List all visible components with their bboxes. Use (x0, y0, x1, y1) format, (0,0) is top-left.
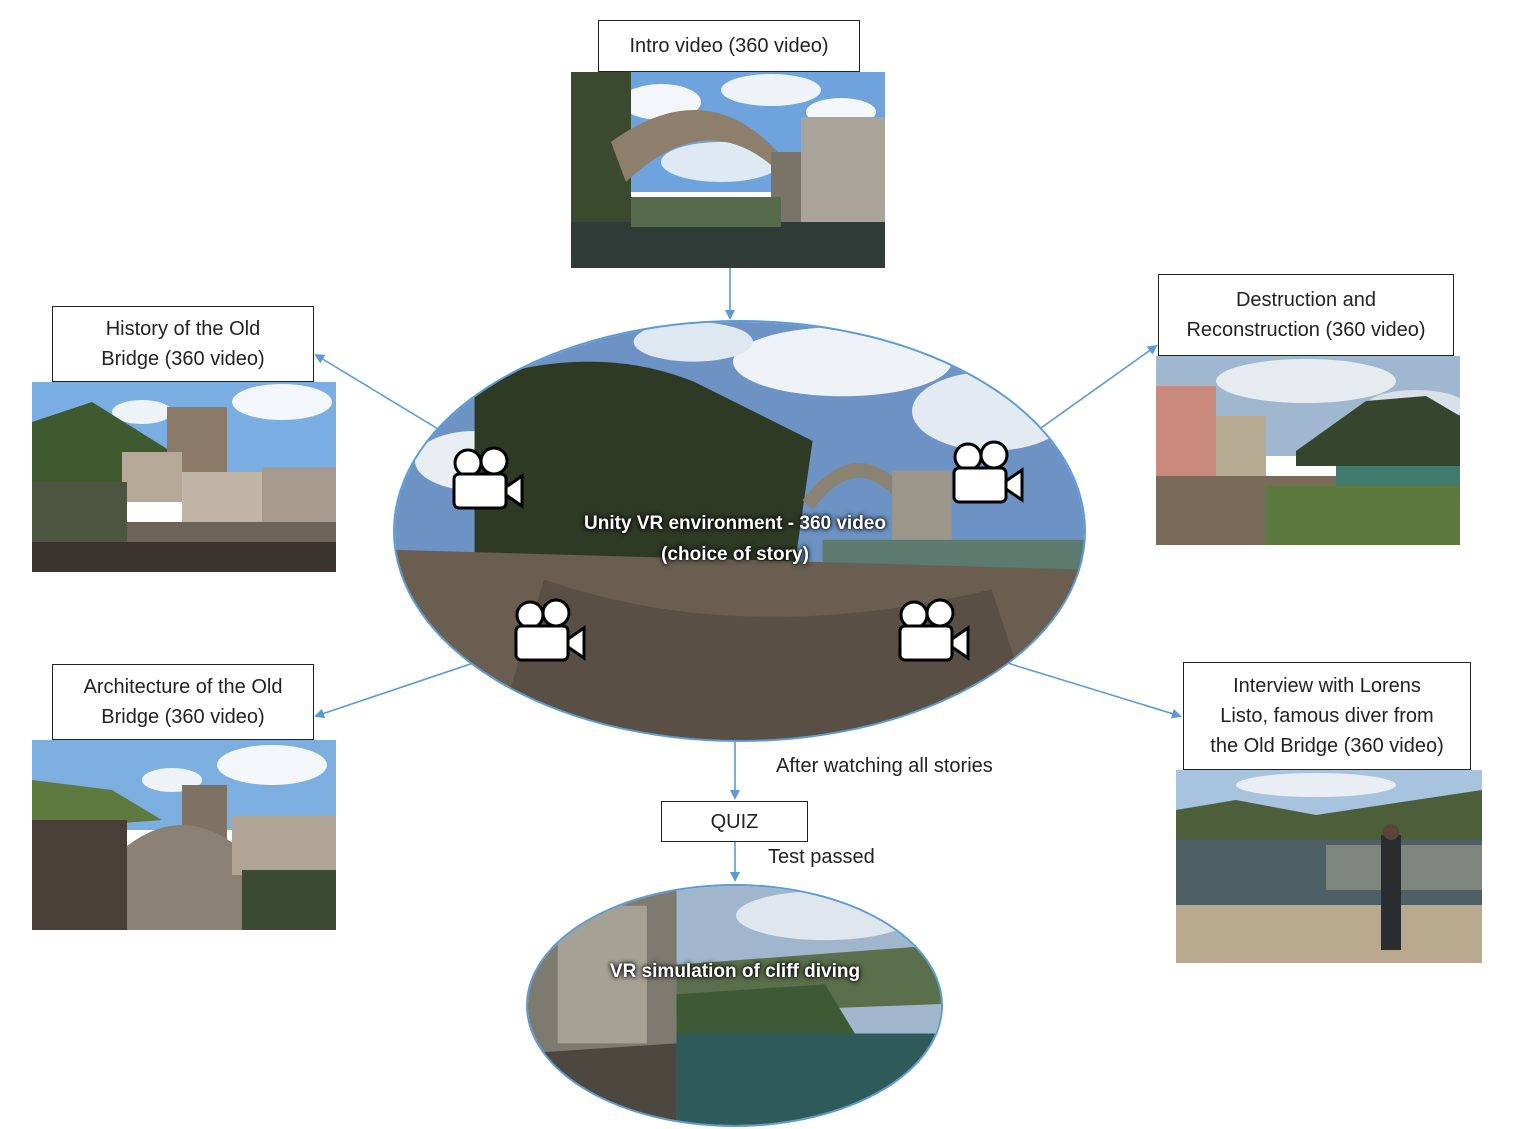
interview-video-title-line2: Listo, famous diver from (1220, 705, 1434, 727)
intro-video-label: Intro video (360 video) (598, 20, 860, 72)
simulation-title: VR simulation of cliff diving (609, 961, 861, 982)
intro-video-thumbnail (571, 72, 885, 268)
after-watching-label: After watching all stories (776, 755, 993, 777)
video-camera-icon[interactable] (512, 598, 588, 664)
center-title: Unity VR environment - 360 video (choice… (440, 508, 1030, 570)
video-camera-icon[interactable] (950, 440, 1026, 506)
vr-simulation-cliff-diving (526, 884, 943, 1127)
history-video-title-line1: History of the Old (105, 318, 261, 340)
center-title-line2: (choice of story) (661, 544, 809, 565)
video-camera-icon[interactable] (450, 446, 526, 512)
architecture-video-thumbnail (32, 740, 336, 930)
interview-video-title-line1: Interview with Lorens (1233, 675, 1421, 697)
arrow-center-to-history (314, 353, 449, 436)
destruction-video-title-line2: Reconstruction (360 video) (1186, 319, 1426, 341)
video-camera-icon[interactable] (896, 598, 972, 664)
test-passed-label: Test passed (768, 846, 875, 868)
architecture-video-label: Architecture of the Old Bridge (360 vide… (52, 664, 314, 740)
interview-video-title-line3: the Old Bridge (360 video) (1210, 735, 1444, 757)
destruction-video-thumbnail (1156, 356, 1460, 545)
architecture-video-title-line2: Bridge (360 video) (101, 706, 265, 728)
destruction-video-title-line1: Destruction and (1235, 289, 1377, 311)
intro-video-title: Intro video (360 video) (629, 35, 829, 57)
history-video-title-line2: Bridge (360 video) (101, 348, 265, 370)
history-video-thumbnail (32, 382, 336, 572)
history-video-label: History of the Old Bridge (360 video) (52, 306, 314, 382)
destruction-video-label: Destruction and Reconstruction (360 vide… (1158, 274, 1454, 356)
center-title-line1: Unity VR environment - 360 video (584, 513, 886, 534)
architecture-video-title-line1: Architecture of the Old (83, 676, 283, 698)
quiz-box: QUIZ (661, 801, 808, 842)
interview-video-thumbnail (1176, 770, 1482, 963)
quiz-label: QUIZ (710, 810, 759, 833)
interview-video-label: Interview with Lorens Listo, famous dive… (1183, 662, 1471, 770)
